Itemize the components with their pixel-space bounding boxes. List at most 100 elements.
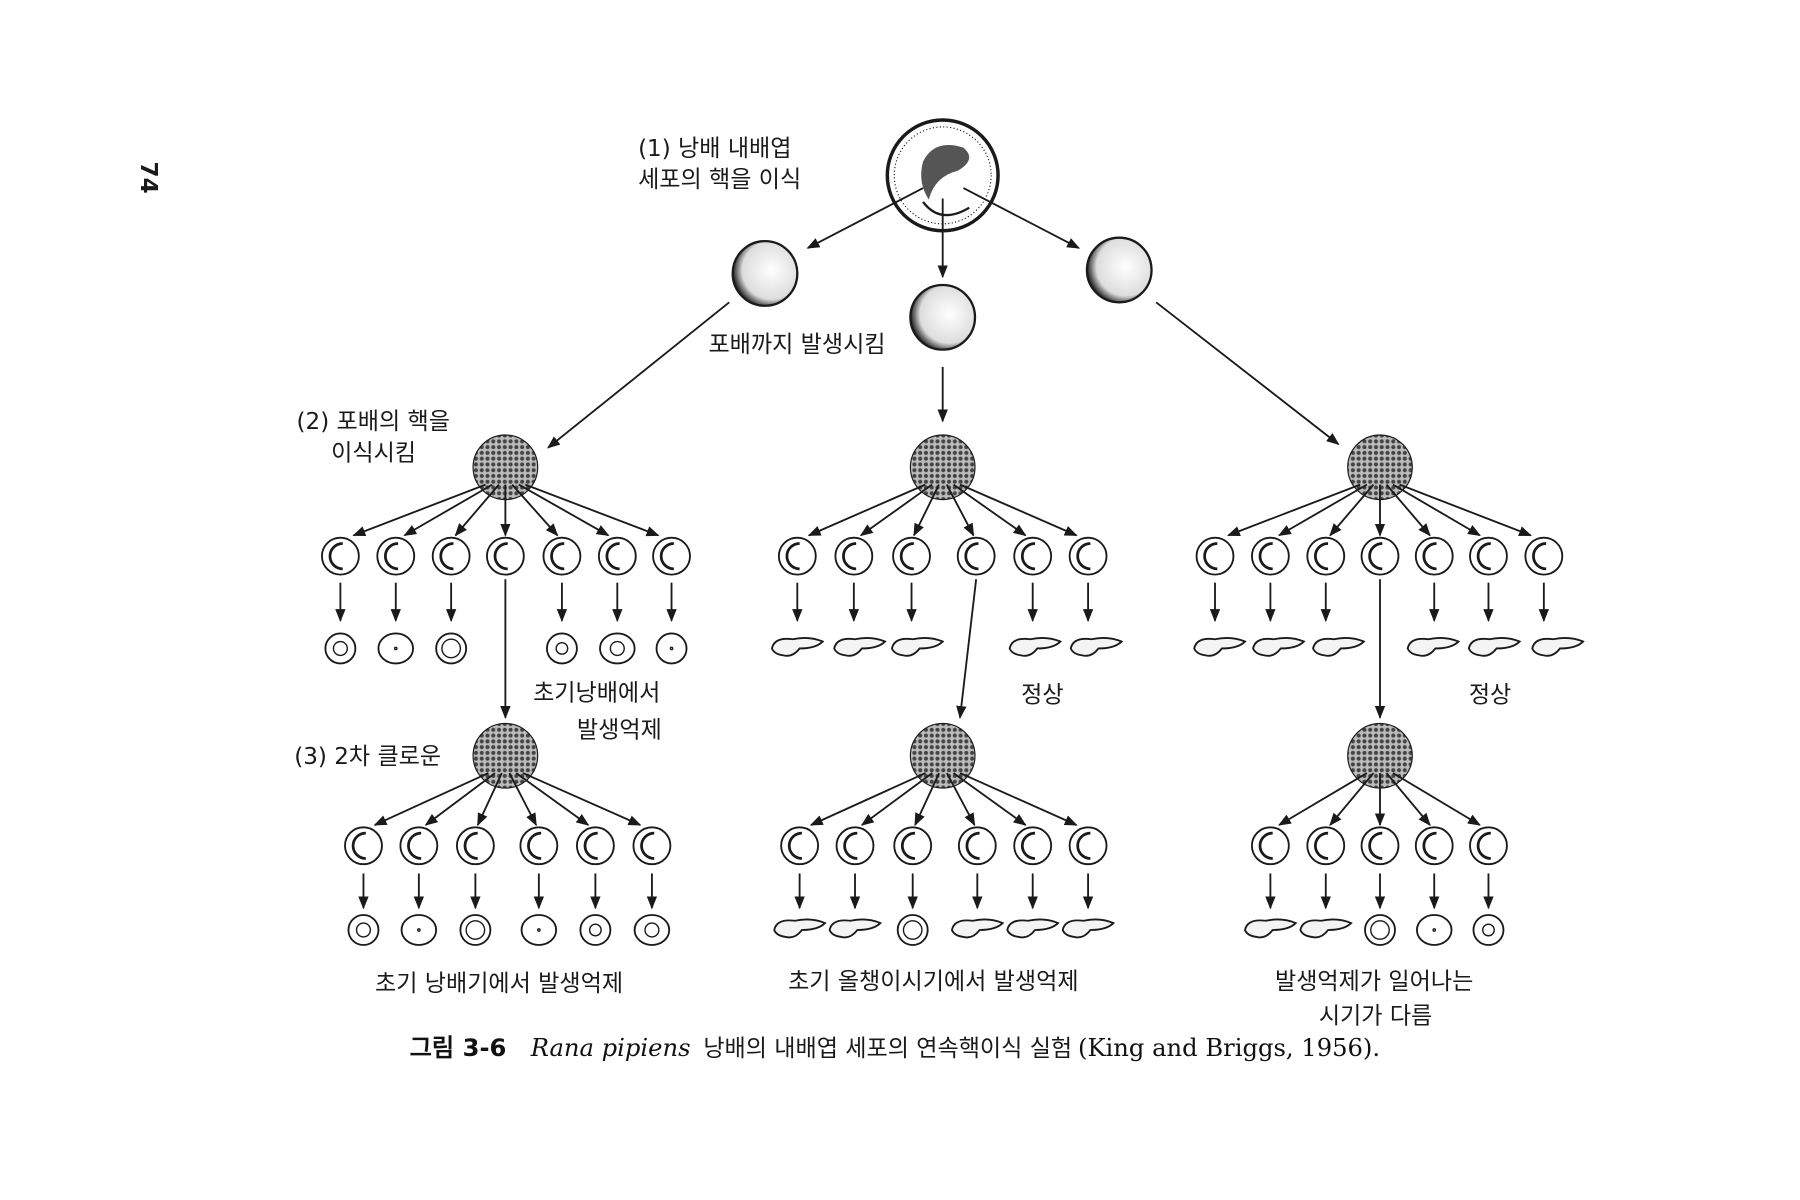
embryo-inner (355, 922, 372, 938)
step3-label: (3) 2차 클로운 (294, 744, 441, 770)
arrow (352, 483, 486, 537)
embryo-inner (332, 640, 348, 657)
tadpole-shape (828, 918, 883, 939)
arrow (1278, 772, 1368, 826)
tadpole-icon (1069, 637, 1124, 657)
egg-shape (576, 826, 615, 866)
arrow (806, 187, 924, 249)
egg-crescent (964, 542, 979, 571)
recipient-egg-icon (1414, 826, 1454, 866)
egg-shape (431, 536, 471, 576)
embryo-shape (520, 914, 558, 946)
arrow (945, 484, 975, 537)
arrow (859, 483, 933, 537)
arrow (959, 483, 1078, 537)
egg-crescent (785, 542, 800, 571)
arrested-embryo-icon (459, 914, 492, 946)
arrested-embryo-icon (377, 632, 414, 665)
recipient-egg-icon (399, 826, 439, 866)
tadpole-icon (1406, 637, 1461, 657)
egg-crescent (1368, 542, 1383, 571)
arrow (1329, 484, 1375, 537)
arrested-embryo-icon (520, 914, 558, 946)
egg-shape (399, 826, 439, 866)
recipient-egg-icon (1306, 536, 1346, 576)
egg-shape (1068, 536, 1108, 576)
donor-blastula-shape (472, 722, 539, 789)
left-row1-label-line2: 발생억제 (577, 717, 662, 743)
arrow (524, 483, 660, 537)
embryo-shape (377, 632, 414, 665)
egg-crescent (439, 542, 454, 571)
recipient-egg-icon (597, 536, 637, 576)
embryo-inner (416, 928, 421, 932)
tadpole-icon (770, 637, 825, 657)
arrested-embryo-icon (655, 632, 688, 665)
tadpole-icon (1252, 637, 1306, 657)
blastula-icon (909, 283, 977, 351)
egg-crescent (605, 542, 620, 571)
recipient-egg-icon (321, 536, 360, 576)
recipient-egg-icon (834, 536, 874, 576)
tadpole-shape (833, 637, 887, 657)
egg-crescent (550, 542, 565, 571)
recipient-egg-icon (1250, 826, 1290, 866)
egg-shape (632, 826, 672, 866)
embryo-shape (633, 914, 671, 946)
arrested-embryo-icon (599, 632, 636, 665)
recipient-egg-icon (956, 536, 996, 576)
egg-crescent (1314, 542, 1329, 571)
tadpole-icon (1061, 918, 1116, 939)
arrow (1385, 772, 1431, 826)
tadpole-shape (1467, 637, 1522, 657)
arrested-embryo-icon (435, 632, 468, 665)
embryo-inner (902, 920, 923, 940)
tadpole-icon (828, 918, 883, 939)
egg-shape (835, 826, 875, 866)
egg-shape (1250, 826, 1290, 866)
caption-citation: (King and Briggs, 1956). (1078, 1034, 1380, 1062)
recipient-egg-icon (1524, 536, 1564, 576)
egg-crescent (1076, 542, 1091, 571)
arrow (809, 772, 926, 826)
page-number: 74 (135, 162, 161, 194)
egg-crescent (843, 831, 858, 860)
egg-crescent (1203, 542, 1218, 571)
egg-shape (519, 826, 559, 866)
embryo-inner (644, 922, 660, 938)
egg-crescent (1076, 831, 1091, 860)
step1-label-line1: (1) 낭배 내배엽 (638, 136, 791, 162)
embryo-shape (655, 632, 688, 665)
recipient-egg-icon (431, 536, 471, 576)
arrow (963, 187, 1080, 249)
egg-shape (597, 536, 637, 576)
egg-crescent (900, 831, 916, 860)
arrow (860, 772, 933, 826)
arrow (956, 579, 978, 719)
arrested-embryo-icon (347, 914, 380, 946)
donor-blastula-icon (909, 434, 976, 501)
recipient-egg-icon (777, 536, 817, 576)
step2-label-line1: (2) 포배의 핵을 (297, 409, 450, 435)
figure-caption: 그림 3-6 Rana pipiens 낭배의 내배엽 세포의 연속핵이식 실험… (410, 1034, 1380, 1062)
egg-crescent (384, 542, 399, 571)
embryo-inner (1481, 923, 1495, 937)
middle-row1-label: 정상 (1021, 683, 1063, 709)
recipient-egg-icon (957, 826, 997, 866)
tadpole-shape (1061, 918, 1116, 939)
recipient-egg-icon (1250, 536, 1290, 576)
embryo-shape (459, 914, 492, 946)
recipient-egg-icon (1360, 826, 1400, 866)
tadpole-shape (1008, 637, 1063, 657)
tadpole-icon (890, 637, 945, 657)
blastula-icon (731, 240, 799, 307)
egg-shape (1414, 826, 1454, 866)
step2-label-line2: 이식시킴 (331, 440, 416, 466)
arrow (1278, 483, 1368, 537)
donor-blastula-shape (909, 434, 976, 501)
egg-shape (1013, 826, 1053, 866)
right-row2-label-line1: 발생억제가 일어나는 (1275, 969, 1473, 995)
tadpole-icon (833, 637, 887, 657)
egg-shape (892, 536, 931, 576)
